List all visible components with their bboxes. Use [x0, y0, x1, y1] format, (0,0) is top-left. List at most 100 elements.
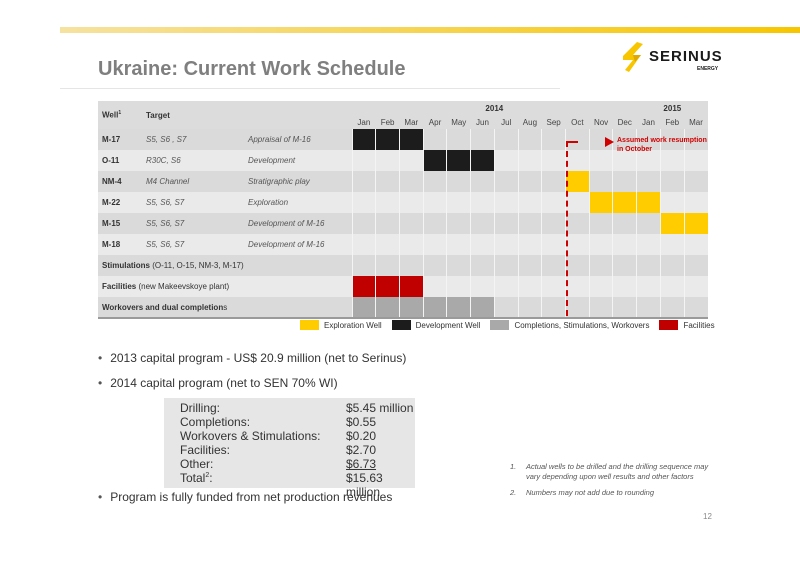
footnote: 2.Numbers may not add due to rounding	[510, 488, 710, 498]
month-cell	[446, 213, 471, 234]
month-cell	[612, 171, 637, 192]
month-header: Jul	[494, 115, 519, 129]
month-cell	[683, 234, 708, 255]
resumption-marker	[566, 141, 578, 316]
month-header: Nov	[589, 115, 613, 129]
row-label-detail: s	[223, 302, 228, 312]
serinus-logo: SERINUS ENERGY	[621, 42, 722, 82]
month-cell	[659, 192, 685, 213]
bullet-funding: Program is fully funded from net product…	[98, 490, 392, 504]
month-cell	[659, 150, 685, 171]
legend-item: Facilities	[659, 320, 715, 330]
month-header: Jan	[352, 115, 376, 129]
month-cell	[636, 171, 661, 192]
month-cell	[375, 297, 400, 319]
month-cell	[493, 192, 519, 213]
month-cell	[636, 192, 661, 213]
legend-label: Development Well	[415, 320, 481, 330]
month-cell	[470, 150, 495, 171]
month-header: Dec	[612, 115, 637, 129]
workovers-label: Workovers and dual completions	[98, 297, 353, 319]
total-text: Total	[180, 471, 206, 485]
month-header: Feb	[660, 115, 685, 129]
legend-item: Completions, Stimulations, Workovers	[490, 320, 649, 330]
target-column-header: Target	[146, 101, 353, 129]
month-cell	[517, 150, 542, 171]
month-cell	[493, 150, 519, 171]
well-name: M-18	[98, 234, 146, 255]
total-colon: :	[209, 471, 213, 485]
legend-label: Facilities	[683, 320, 715, 330]
activity-type: Appraisal of M-16	[248, 129, 353, 150]
month-cell	[517, 213, 542, 234]
month-cell	[470, 171, 495, 192]
month-cell	[636, 297, 661, 319]
month-cell	[517, 192, 542, 213]
month-header: Aug	[518, 115, 542, 129]
month-cell	[683, 255, 708, 276]
month-cell	[493, 234, 519, 255]
month-cell	[493, 129, 519, 150]
month-cell	[564, 213, 590, 234]
page-number: 12	[703, 512, 712, 521]
month-cell	[564, 171, 590, 192]
target-zones: S5, S6, S7	[146, 213, 248, 234]
resumption-note: Assumed work resumption in October	[617, 137, 707, 153]
month-cell	[375, 192, 400, 213]
month-cell	[446, 129, 471, 150]
year-2014-header: 2014	[352, 101, 637, 115]
month-cell	[636, 255, 661, 276]
legend-item: Exploration Well	[300, 320, 382, 330]
month-cell	[588, 150, 613, 171]
well-name: NM-4	[98, 171, 146, 192]
month-cell	[351, 129, 376, 150]
month-cell	[470, 213, 495, 234]
total-footnote-mark: 2	[205, 472, 210, 479]
month-cell	[612, 213, 637, 234]
month-header: Mar	[684, 115, 708, 129]
well-name: M-22	[98, 192, 146, 213]
month-cell	[659, 297, 685, 319]
month-cell	[517, 171, 542, 192]
month-cell	[612, 276, 637, 297]
well-column-header: Well1	[98, 101, 146, 129]
month-cell	[564, 255, 590, 276]
facilities-label: Facilities (new Makeevskoye plant)	[98, 276, 353, 297]
month-cell	[422, 150, 447, 171]
month-cell	[541, 234, 566, 255]
month-cell	[683, 276, 708, 297]
month-cell	[541, 297, 566, 319]
target-zones: M4 Channel	[146, 171, 248, 192]
month-cell	[446, 171, 471, 192]
target-zones: S5, S6, S7	[146, 192, 248, 213]
legend-swatch	[490, 320, 510, 330]
month-cell	[446, 234, 471, 255]
month-cell	[517, 255, 542, 276]
month-cell	[683, 150, 708, 171]
month-cell	[398, 150, 424, 171]
month-cell	[564, 150, 590, 171]
month-cell	[351, 192, 376, 213]
month-cell	[351, 150, 376, 171]
title-divider	[60, 88, 560, 89]
month-cell	[422, 213, 447, 234]
month-cell	[422, 234, 447, 255]
month-cell	[398, 297, 424, 319]
month-cell	[636, 213, 661, 234]
month-cell	[493, 255, 519, 276]
target-zones: S5, S6, S7	[146, 234, 248, 255]
capital-value: $0.55	[346, 415, 377, 429]
month-cell	[398, 276, 424, 297]
legend-swatch	[300, 320, 319, 330]
month-cell	[683, 129, 708, 150]
month-cell	[446, 192, 471, 213]
month-cell	[517, 297, 542, 319]
month-cell	[588, 297, 613, 319]
capital-label: Facilities:	[180, 443, 231, 457]
month-cell	[351, 276, 376, 297]
month-cell	[636, 234, 661, 255]
month-cell	[422, 129, 447, 150]
